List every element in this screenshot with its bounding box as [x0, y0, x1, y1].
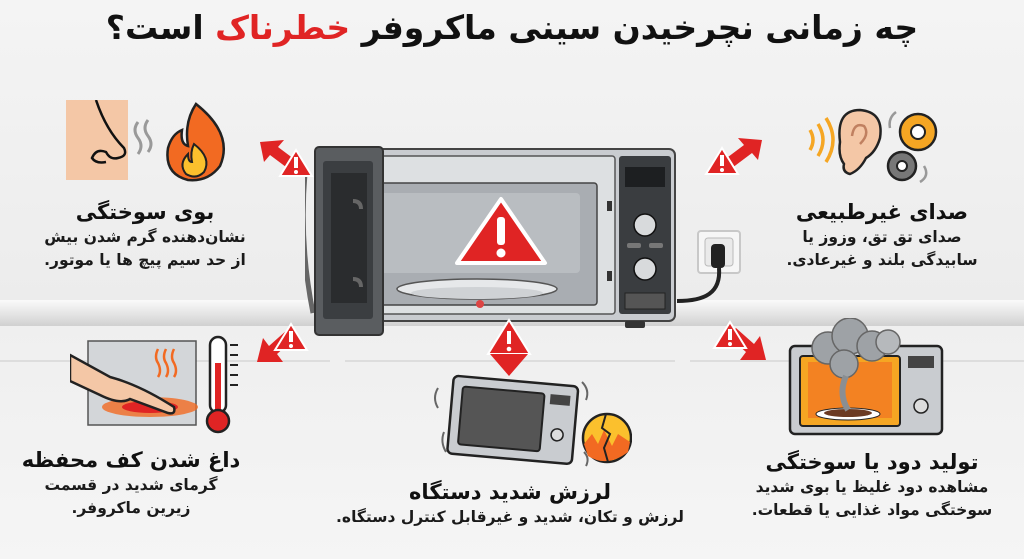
smell-waves-icon: [133, 119, 153, 155]
item-hot-base: داغ شدن کف محفظه گرمای شدید در قسمت زیری…: [0, 446, 262, 520]
gears-icon: [886, 111, 938, 184]
item-desc-line: گرمای شدید در قسمت: [44, 476, 218, 494]
central-microwave-icon: [305, 143, 745, 343]
warning-arrow-bottom-right-icon: [712, 320, 768, 364]
item-desc-line: زیرین ماکروفر.: [71, 499, 191, 517]
item-desc-line: سوختگی مواد غذایی یا قطعات.: [751, 501, 993, 519]
item-strong-vibration: لرزش شدید دستگاه لرزش و تکان، شدید و غیر…: [310, 478, 710, 529]
title-part-1: چه زمانی نچرخیدن سینی ماکروفر: [361, 8, 919, 47]
page-title: چه زمانی نچرخیدن سینی ماکروفر خطرناک است…: [0, 8, 1024, 47]
ear-icon: [838, 108, 882, 176]
fire-icon: [166, 102, 225, 182]
item-heading: تولید دود یا سوختگی: [765, 450, 979, 474]
item-desc-line: از حد سیم پیچ ها یا موتور.: [44, 251, 246, 269]
item-heading: داغ شدن کف محفظه: [21, 448, 241, 472]
item-heading: صدای غیرطبیعی: [795, 200, 969, 224]
sound-waves-icon: [808, 117, 835, 163]
heat-waves-icon: [154, 348, 178, 378]
warning-arrow-down-icon: [486, 318, 532, 376]
warning-arrow-top-right-icon: [704, 136, 764, 176]
smoking-microwave-icon: [788, 318, 948, 438]
nose-icon: [66, 100, 128, 180]
thermometer-icon: [205, 335, 238, 434]
item-smoke-burning: تولید دود یا سوختگی مشاهده دود غلیظ یا ب…: [720, 448, 1024, 522]
item-heading: بوی سوختگی: [75, 200, 215, 224]
item-desc-line: لرزش و تکان، شدید و غیرقابل کنترل دستگاه…: [336, 508, 684, 526]
item-abnormal-noise: صدای غیرطبیعی صدای تق تق، وزوز یا سابیدگ…: [740, 198, 1024, 272]
item-desc-line: سابیدگی بلند و غیرعادی.: [786, 251, 978, 269]
warning-arrow-top-left-icon: [258, 138, 314, 178]
item-desc-line: صدای تق تق، وزوز یا: [802, 228, 962, 246]
strong-vibration-icons: [432, 372, 632, 472]
shaking-microwave-icon: [446, 374, 580, 466]
hot-base-icons: [70, 335, 240, 435]
cracked-vibration-icon: [581, 412, 632, 464]
item-burning-smell: بوی سوختگی نشان‌دهنده گرم شدن بیش از حد …: [0, 198, 290, 272]
item-heading: لرزش شدید دستگاه: [409, 480, 611, 504]
title-part-2: است؟: [105, 8, 204, 47]
title-highlight: خطرناک: [215, 8, 351, 47]
item-desc-line: نشان‌دهنده گرم شدن بیش: [44, 228, 246, 246]
burning-smell-icons: [66, 100, 246, 185]
item-desc-line: مشاهده دود غلیظ یا بوی شدید: [755, 478, 989, 496]
hand-icon: [70, 353, 176, 415]
warning-arrow-bottom-left-icon: [255, 322, 311, 366]
abnormal-noise-icons: [800, 100, 950, 185]
